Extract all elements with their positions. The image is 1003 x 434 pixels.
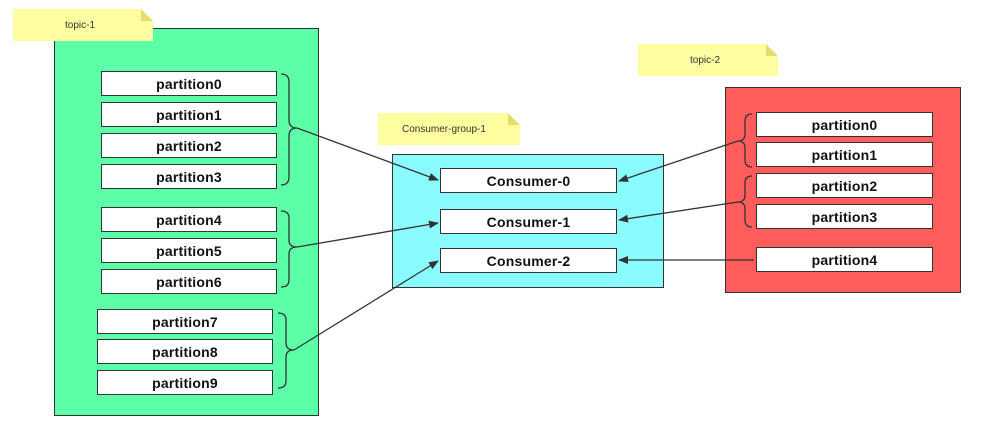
topic-1-partition-0: partition0 (101, 71, 277, 96)
topic-2-partition-3: partition3 (756, 204, 933, 229)
consumer-2: Consumer-2 (440, 248, 617, 273)
consumer-group-note: Consumer-group-1 (378, 113, 520, 145)
topic-2-partition-4: partition4 (756, 247, 933, 272)
consumer-1: Consumer-1 (440, 209, 617, 234)
topic-1-partition-8: partition8 (97, 339, 273, 364)
topic-1-label: topic-1 (65, 19, 96, 31)
topic-1-partition-9: partition9 (97, 370, 273, 395)
note-fold-icon (766, 44, 778, 56)
topic-1-partition-3: partition3 (101, 164, 277, 189)
note-fold-icon (141, 9, 153, 21)
topic-1-partition-1: partition1 (101, 102, 277, 127)
consumer-group-label: Consumer-group-1 (402, 123, 486, 135)
topic-2-partition-2: partition2 (756, 173, 933, 198)
topic-1-note: topic-1 (13, 9, 153, 41)
topic-1-partition-2: partition2 (101, 133, 277, 158)
topic-1-partition-6: partition6 (101, 269, 277, 294)
consumer-0: Consumer-0 (440, 168, 617, 193)
note-fold-icon (508, 113, 520, 125)
topic-1-partition-5: partition5 (101, 238, 277, 263)
topic-1-partition-4: partition4 (101, 207, 277, 232)
topic-2-label: topic-2 (690, 54, 721, 66)
topic-2-partition-1: partition1 (756, 142, 933, 167)
topic-1-partition-7: partition7 (97, 309, 273, 334)
topic-2-partition-0: partition0 (756, 112, 933, 137)
topic-2-note: topic-2 (638, 44, 778, 76)
